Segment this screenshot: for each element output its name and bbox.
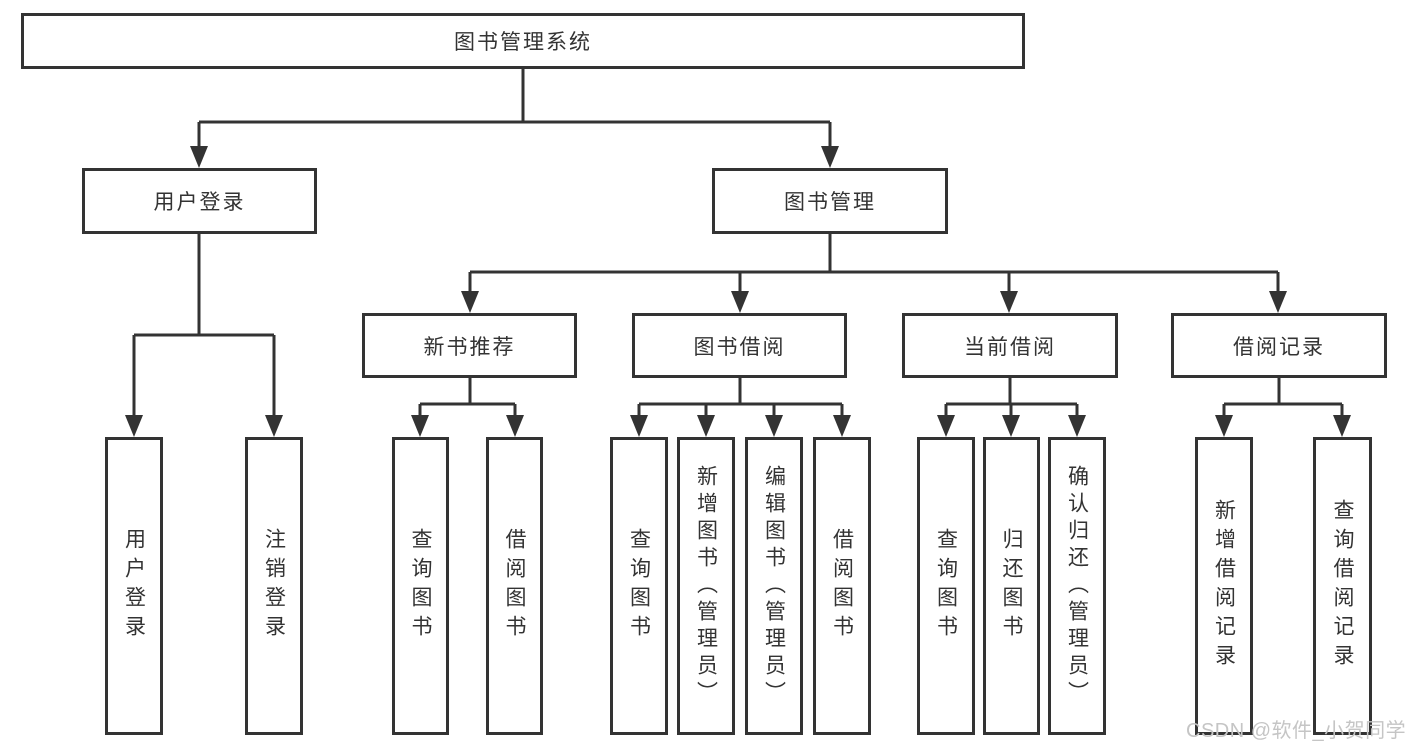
node-root-system: 图书管理系统 — [21, 13, 1025, 69]
arrowhead-icon — [937, 415, 955, 437]
arrowhead-icon — [630, 415, 648, 437]
node-label: 借阅记录 — [1233, 335, 1325, 359]
leaf-bb-borrow-book: 借阅图书 — [813, 437, 871, 735]
arrowhead-icon — [411, 415, 429, 437]
leaf-bb-edit-book-admin: 编辑图书（管理员） — [745, 437, 803, 735]
arrowhead-icon — [697, 415, 715, 437]
leaf-user-login: 用户登录 — [105, 437, 163, 735]
arrowhead-icon — [1215, 415, 1233, 437]
connector-borrowrecord-to-leaves — [1222, 378, 1344, 415]
node-label: 查询图书 — [934, 528, 958, 644]
node-label: 归还图书 — [1000, 528, 1023, 644]
node-label: 借阅图书 — [830, 528, 854, 644]
node-label: 新书推荐 — [423, 335, 516, 359]
arrowhead-icon — [506, 415, 524, 437]
node-current-borrowing: 当前借阅 — [902, 313, 1118, 378]
arrowhead-icon — [731, 291, 749, 313]
arrowhead-icon — [821, 146, 839, 168]
node-label: 查询图书 — [627, 528, 651, 644]
node-user-login-branch: 用户登录 — [82, 168, 317, 234]
leaf-cb-query-book: 查询图书 — [917, 437, 975, 735]
node-label: 图书管理 — [784, 191, 876, 214]
arrowhead-icon — [190, 146, 208, 168]
node-label: 新增借阅记录 — [1212, 499, 1236, 673]
arrowhead-icon — [1269, 291, 1287, 313]
node-label: 新增图书（管理员） — [694, 464, 718, 708]
node-label: 用户登录 — [122, 528, 146, 644]
node-label: 当前借阅 — [964, 335, 1056, 359]
node-new-book-recommend: 新书推荐 — [362, 313, 577, 378]
arrowhead-icon — [461, 291, 479, 313]
node-label: 查询借阅记录 — [1331, 499, 1354, 673]
node-label: 编辑图书（管理员） — [762, 464, 786, 708]
node-book-borrowing: 图书借阅 — [632, 313, 847, 378]
node-book-management: 图书管理 — [712, 168, 948, 234]
leaf-rec-borrow-book: 借阅图书 — [486, 437, 543, 735]
leaf-bb-query-book: 查询图书 — [610, 437, 668, 735]
node-label: 用户登录 — [153, 191, 246, 214]
leaf-logout: 注销登录 — [245, 437, 303, 735]
leaf-cb-return-book: 归还图书 — [983, 437, 1040, 735]
node-label: 图书管理系统 — [454, 31, 592, 54]
connector-newbookrec-to-leaves — [418, 378, 517, 415]
connector-bookmgmt-to-level3 — [468, 234, 1280, 291]
node-label: 图书借阅 — [693, 335, 786, 359]
arrowhead-icon — [1333, 415, 1351, 437]
arrowhead-icon — [1068, 415, 1086, 437]
arrowhead-icon — [765, 415, 783, 437]
arrowhead-icon — [1002, 415, 1020, 437]
connector-bookborrow-to-leaves — [637, 378, 844, 415]
connector-userlogin-to-leaves — [132, 234, 276, 415]
node-label: 借阅图书 — [503, 528, 526, 644]
connector-root-to-level2 — [197, 69, 832, 146]
leaf-rec-query-book: 查询图书 — [392, 437, 449, 735]
node-borrowing-records: 借阅记录 — [1171, 313, 1387, 378]
node-label: 查询图书 — [409, 528, 432, 644]
arrowhead-icon — [265, 415, 283, 437]
arrowhead-icon — [1000, 291, 1018, 313]
leaf-br-add-record: 新增借阅记录 — [1195, 437, 1253, 735]
node-label: 注销登录 — [262, 528, 286, 644]
leaf-br-query-record: 查询借阅记录 — [1313, 437, 1372, 735]
leaf-cb-confirm-return-admin: 确认归还（管理员） — [1048, 437, 1106, 735]
connector-currentborrow-to-leaves — [944, 378, 1079, 415]
leaf-bb-add-book-admin: 新增图书（管理员） — [677, 437, 735, 735]
arrowhead-icon — [125, 415, 143, 437]
csdn-watermark: CSDN @软件_小贺同学 — [1186, 720, 1405, 742]
arrowhead-icon — [833, 415, 851, 437]
node-label: 确认归还（管理员） — [1065, 464, 1089, 708]
